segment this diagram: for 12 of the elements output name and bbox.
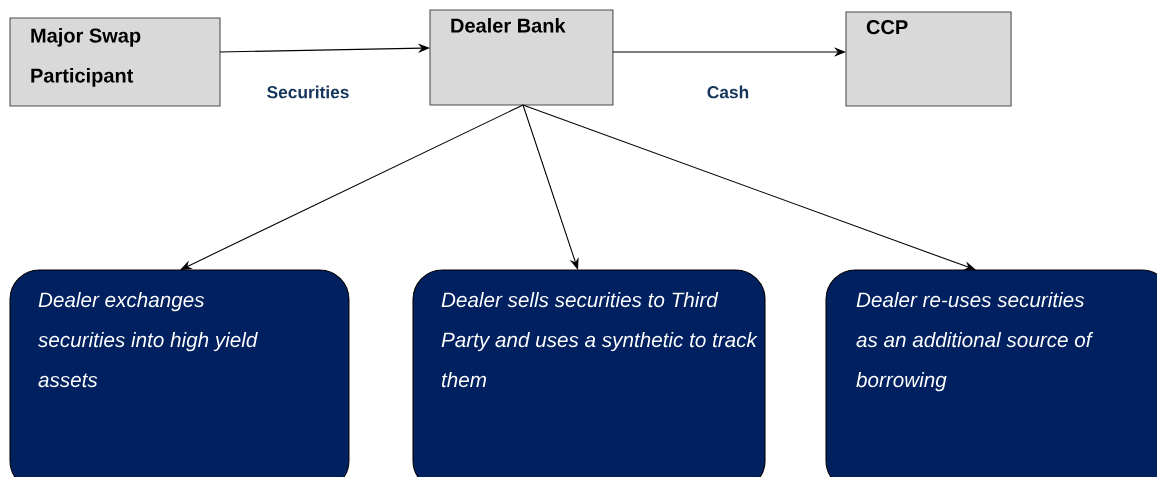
arrow xyxy=(180,104,524,270)
participant-box: CCP xyxy=(845,11,1012,107)
arrow xyxy=(522,104,976,271)
arrow xyxy=(522,104,579,270)
arrow xyxy=(219,43,430,53)
description-box: Dealer exchanges securities into high yield assets xyxy=(9,269,350,477)
description-box: Dealer sells securities to Third Party and uses a synthetic to track them xyxy=(412,269,766,477)
participant-box: Major Swap Participant xyxy=(9,17,221,107)
participant-box: Dealer Bank xyxy=(429,9,614,106)
description-box: Dealer re-uses securities as an additional source of borrowing xyxy=(825,269,1157,477)
edge-label: Cash xyxy=(707,85,749,99)
edge-label: Securities xyxy=(267,85,349,99)
